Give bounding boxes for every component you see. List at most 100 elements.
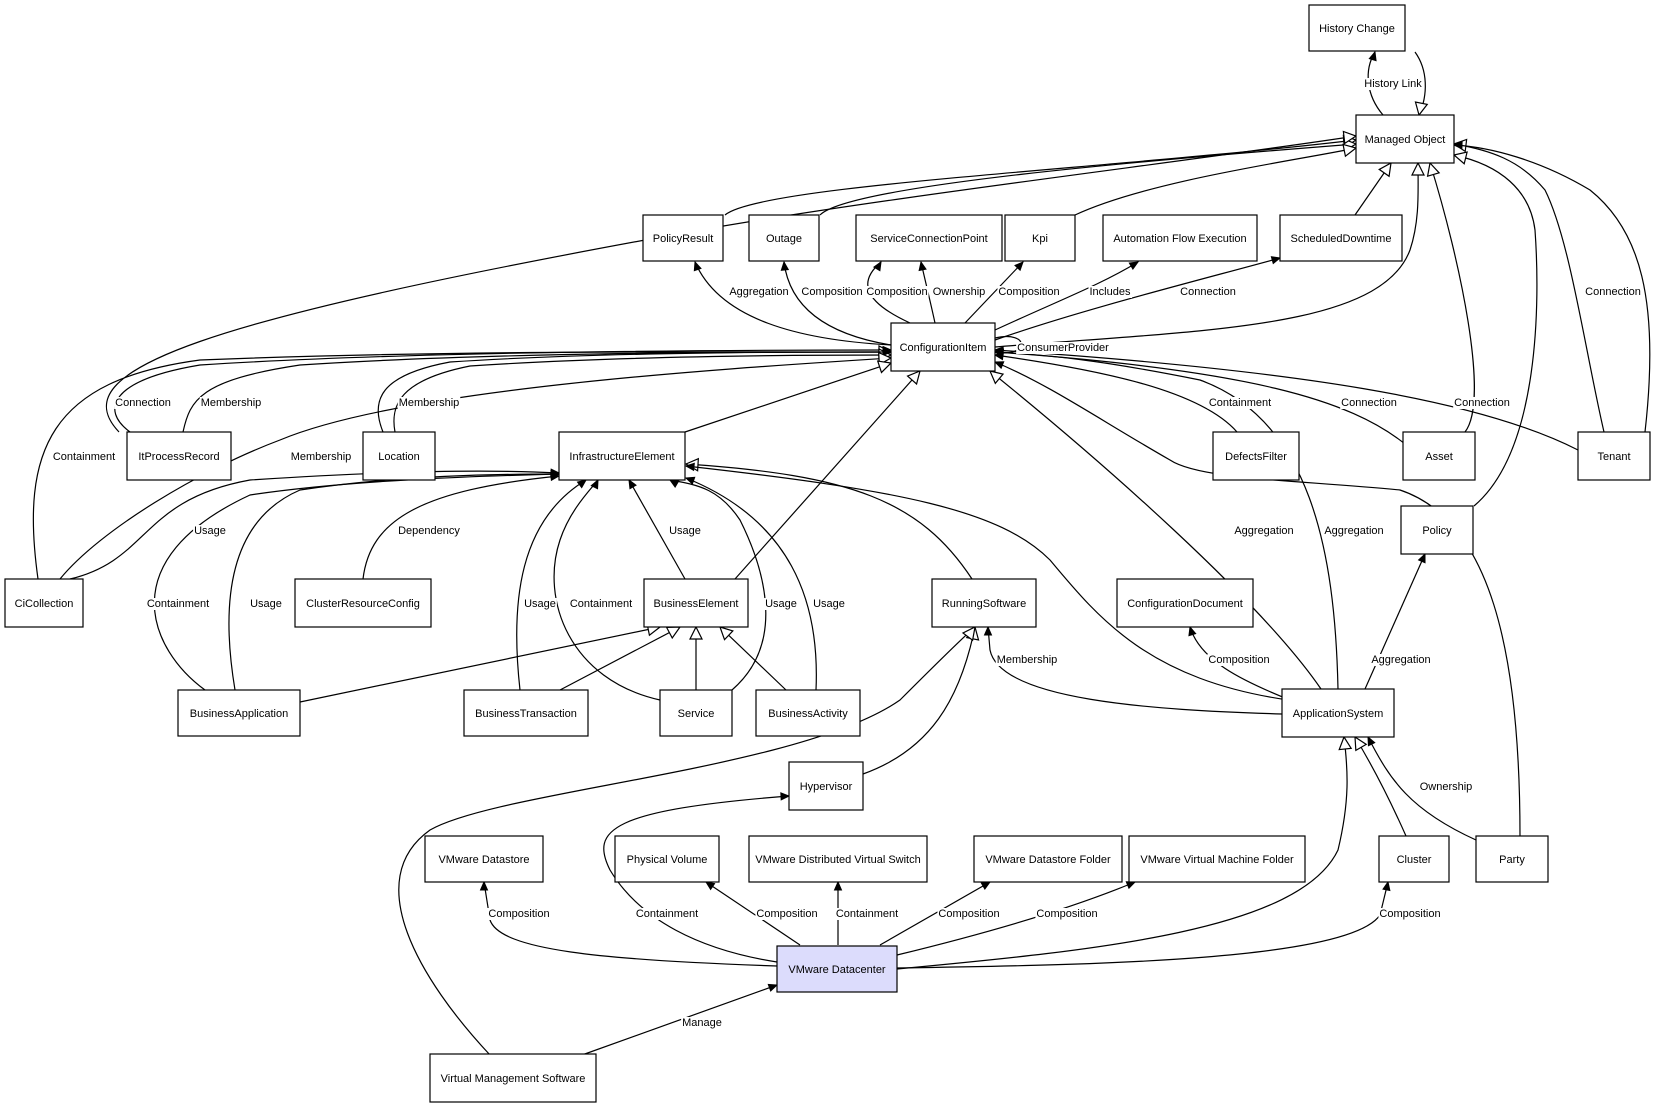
node-scheduled-downtime[interactable]: ScheduledDowntime: [1279, 214, 1403, 262]
node-party[interactable]: Party: [1475, 835, 1549, 883]
node-business-activity[interactable]: BusinessActivity: [755, 689, 861, 737]
edge-line: [862, 626, 976, 775]
node-history-change[interactable]: History Change: [1308, 4, 1406, 52]
edge-label: Composition: [998, 286, 1059, 298]
edge-ci-collection-to-infrastructure-element: [69, 468, 561, 580]
node-label: ConfigurationItem: [900, 342, 987, 354]
edge-vmware-datacenter-to-physical-volume: [704, 881, 801, 946]
edge-line: [398, 626, 976, 1056]
edge-label: Includes: [1090, 286, 1131, 298]
node-managed-object[interactable]: Managed Object: [1355, 114, 1455, 164]
association-arrowhead: [1368, 50, 1377, 62]
edge-virtual-management-software-to-vmware-datacenter: [581, 983, 779, 1056]
node-vmware-datastore[interactable]: VMware Datastore: [424, 835, 544, 883]
edge-label-background: [1584, 286, 1642, 298]
edge-label: Aggregation: [1234, 525, 1293, 537]
edge-label-background: [931, 286, 987, 298]
node-virtual-management-software[interactable]: Virtual Management Software: [429, 1053, 597, 1103]
edge-asset-to-managed-object: [1426, 161, 1475, 433]
association-arrowhead: [1128, 261, 1140, 270]
inheritance-arrowhead: [1342, 143, 1358, 158]
node-tenant[interactable]: Tenant: [1577, 431, 1651, 481]
edge-label-background: [1207, 654, 1271, 666]
node-label: BusinessApplication: [190, 708, 288, 720]
edge-label-background: [668, 525, 702, 537]
node-vmware-datacenter[interactable]: VMware Datacenter: [776, 945, 898, 993]
association-arrowhead: [993, 348, 1004, 357]
node-configuration-document[interactable]: ConfigurationDocument: [1116, 578, 1254, 628]
edge-label-background: [1088, 286, 1132, 298]
inheritance-arrowhead: [1414, 101, 1429, 117]
node-label: ClusterResourceConfig: [306, 598, 420, 610]
node-running-software[interactable]: RunningSoftware: [931, 578, 1037, 628]
edge-label: Aggregation: [1371, 654, 1430, 666]
node-label: Party: [1499, 854, 1525, 866]
edge-label-background: [1363, 78, 1424, 90]
node-business-transaction[interactable]: BusinessTransaction: [463, 689, 589, 737]
node-box: [463, 689, 589, 737]
node-outage[interactable]: Outage: [748, 214, 820, 262]
edge-label-background: [812, 598, 846, 610]
edge-label: Ownership: [933, 286, 986, 298]
edge-line: [684, 362, 892, 433]
node-cluster-resource-config[interactable]: ClusterResourceConfig: [294, 578, 432, 628]
node-service[interactable]: Service: [659, 689, 733, 737]
edge-line: [994, 361, 1521, 837]
edge-line: [559, 626, 681, 691]
edge-application-system-to-configuration-item: [993, 348, 1339, 690]
edge-line: [32, 351, 892, 580]
node-ci-collection[interactable]: CiCollection: [4, 578, 84, 628]
edge-label: Ownership: [1420, 781, 1473, 793]
node-physical-volume[interactable]: Physical Volume: [614, 835, 720, 883]
node-vmware-distributed-virtual-switch[interactable]: VMware Distributed Virtual Switch: [748, 835, 928, 883]
association-arrowhead: [628, 478, 637, 490]
association-arrowhead: [1452, 140, 1463, 150]
edge-configuration-item-to-kpi: [964, 261, 1024, 324]
node-business-application[interactable]: BusinessApplication: [177, 689, 301, 737]
edge-label-background: [145, 598, 211, 610]
edge-line: [685, 463, 973, 580]
edge-label-background: [51, 451, 117, 463]
node-location[interactable]: Location: [362, 431, 436, 481]
node-kpi[interactable]: Kpi: [1004, 214, 1076, 262]
edge-line: [964, 261, 1024, 324]
node-box: [126, 431, 232, 481]
node-label: Policy: [1422, 525, 1452, 537]
edge-label: Containment: [53, 451, 115, 463]
edge-label-background: [487, 908, 551, 920]
edge-line: [669, 479, 767, 691]
node-configuration-item[interactable]: ConfigurationItem: [890, 322, 996, 372]
edges-layer: [32, 50, 1651, 1056]
edge-label-background: [865, 286, 929, 298]
node-vmware-virtual-machine-folder[interactable]: VMware Virtual Machine Folder: [1128, 835, 1306, 883]
node-defects-filter[interactable]: DefectsFilter: [1212, 431, 1300, 481]
edge-label: Usage: [524, 598, 556, 610]
node-it-process-record[interactable]: ItProcessRecord: [126, 431, 232, 481]
node-label: ConfigurationDocument: [1127, 598, 1243, 610]
node-box: [1102, 214, 1258, 262]
node-asset[interactable]: Asset: [1402, 431, 1476, 481]
edge-line: [1189, 626, 1291, 701]
inheritance-arrowhead: [1378, 161, 1392, 178]
node-hypervisor[interactable]: Hypervisor: [788, 761, 864, 811]
node-application-system[interactable]: ApplicationSystem: [1281, 688, 1395, 738]
node-box: [1279, 214, 1403, 262]
node-cluster[interactable]: Cluster: [1378, 835, 1450, 883]
edge-label: Composition: [1036, 908, 1097, 920]
node-box: [4, 578, 84, 628]
edge-label-background: [997, 286, 1061, 298]
node-vmware-datastore-folder[interactable]: VMware Datastore Folder: [973, 835, 1123, 883]
edge-line: [694, 261, 892, 346]
association-arrowhead: [668, 479, 680, 488]
node-automation-flow-execution[interactable]: Automation Flow Execution: [1102, 214, 1258, 262]
edge-line: [483, 881, 778, 967]
node-policy-result[interactable]: PolicyResult: [642, 214, 724, 262]
node-business-element[interactable]: BusinessElement: [643, 578, 749, 628]
node-infrastructure-element[interactable]: InfrastructureElement: [558, 431, 686, 481]
node-box: [1402, 431, 1476, 481]
node-service-connection-point[interactable]: ServiceConnectionPoint: [855, 214, 1003, 262]
node-policy[interactable]: Policy: [1400, 505, 1474, 555]
edge-configuration-item-to-managed-object: [994, 161, 1425, 348]
